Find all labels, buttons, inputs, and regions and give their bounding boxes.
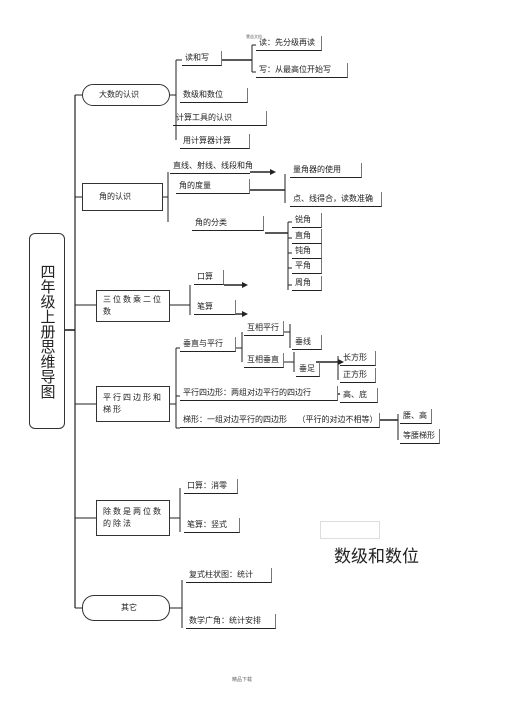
node-trapezoid-def[interactable]: 梯形：一组对边平行的四边形 （平行的对边不相等） bbox=[180, 413, 380, 428]
branch-label: 三位数乘二位数 bbox=[103, 295, 163, 316]
node-counting-units[interactable]: 数级和数位 bbox=[180, 88, 248, 103]
node-obtuse-angle[interactable]: 钝角 bbox=[292, 244, 322, 259]
node-multiply-written[interactable]: 笔算 bbox=[194, 300, 236, 315]
node-calc-tools[interactable]: 计算工具的认识 bbox=[173, 111, 267, 126]
small-note: 慧益文档 bbox=[246, 34, 262, 39]
branch-label: 角的认识 bbox=[99, 192, 131, 201]
node-base-height[interactable]: 高、底 bbox=[340, 388, 378, 403]
node-lines[interactable]: 直线、射线、线段和角 bbox=[170, 159, 253, 174]
node-right-angle[interactable]: 直角 bbox=[292, 229, 322, 244]
node-division-written[interactable]: 笔算：竖式 bbox=[184, 518, 240, 533]
branch-multiply[interactable]: 三位数乘二位数 bbox=[96, 290, 170, 322]
node-write-note[interactable]: 写：从最高位开始写 bbox=[256, 63, 348, 78]
node-acute-angle[interactable]: 锐角 bbox=[292, 213, 322, 228]
node-math-wide[interactable]: 数学广角：统计安排 bbox=[186, 614, 276, 629]
root-label: 四年级上册思维导图 bbox=[38, 264, 57, 399]
trapezoid-def-text: 梯形：一组对边平行的四边形 bbox=[183, 415, 287, 424]
node-calculator[interactable]: 用计算器计算 bbox=[180, 134, 250, 149]
node-division-oral[interactable]: 口算：消零 bbox=[184, 479, 238, 494]
root-node[interactable]: 四年级上册思维导图 bbox=[29, 233, 65, 429]
node-mutual-perp[interactable]: 互相垂直 bbox=[244, 353, 284, 368]
node-rectangle[interactable]: 长方形 bbox=[340, 351, 376, 366]
node-protractor[interactable]: 量角器的使用 bbox=[290, 163, 362, 178]
footer-text: 精品下载 bbox=[232, 677, 253, 683]
node-read-note[interactable]: 读：先分级再读 bbox=[256, 36, 322, 51]
node-waist-height[interactable]: 腰、高 bbox=[400, 409, 432, 424]
node-angle-measure[interactable]: 角的度量 bbox=[176, 179, 250, 194]
annotation-frame bbox=[320, 521, 380, 539]
node-round-angle[interactable]: 周角 bbox=[292, 276, 322, 291]
node-angle-classify[interactable]: 角的分类 bbox=[192, 216, 264, 231]
branch-label: 除数是两位数的除法 bbox=[103, 507, 163, 528]
node-bar-chart[interactable]: 复式柱状图：统计 bbox=[186, 568, 272, 583]
branch-parallelogram[interactable]: 平行四边形和梯形 bbox=[96, 386, 170, 422]
branch-division[interactable]: 除数是两位数的除法 bbox=[96, 500, 170, 536]
branch-label: 平行四边形和梯形 bbox=[103, 393, 163, 414]
branch-angles[interactable]: 角的认识 bbox=[82, 183, 163, 211]
node-square[interactable]: 正方形 bbox=[340, 368, 376, 383]
node-multiply-oral[interactable]: 口算 bbox=[194, 270, 224, 285]
branch-other[interactable]: 其它 bbox=[82, 595, 170, 621]
annotation-label: 数级和数位 bbox=[334, 547, 419, 567]
branch-big-numbers[interactable]: 大数的认识 bbox=[82, 84, 170, 106]
node-mutual-parallel[interactable]: 互相平行 bbox=[244, 321, 284, 336]
node-foot[interactable]: 垂足 bbox=[296, 362, 320, 377]
node-perp-parallel[interactable]: 垂直与平行 bbox=[180, 337, 236, 352]
branch-label: 大数的认识 bbox=[99, 90, 139, 99]
node-read-write[interactable]: 读和写 bbox=[182, 51, 222, 66]
node-parallelogram-def[interactable]: 平行四边形：两组对边平行的四边行 bbox=[180, 386, 338, 401]
node-protractor-note[interactable]: 点、线得合，读数准确 bbox=[290, 192, 382, 207]
trapezoid-note: （平行的对边不相等） bbox=[297, 415, 378, 424]
node-vertical-line[interactable]: 垂线 bbox=[292, 335, 322, 350]
node-straight-angle[interactable]: 平角 bbox=[292, 259, 322, 274]
branch-label: 其它 bbox=[121, 603, 137, 612]
node-isosceles[interactable]: 等腰梯形 bbox=[400, 429, 440, 444]
